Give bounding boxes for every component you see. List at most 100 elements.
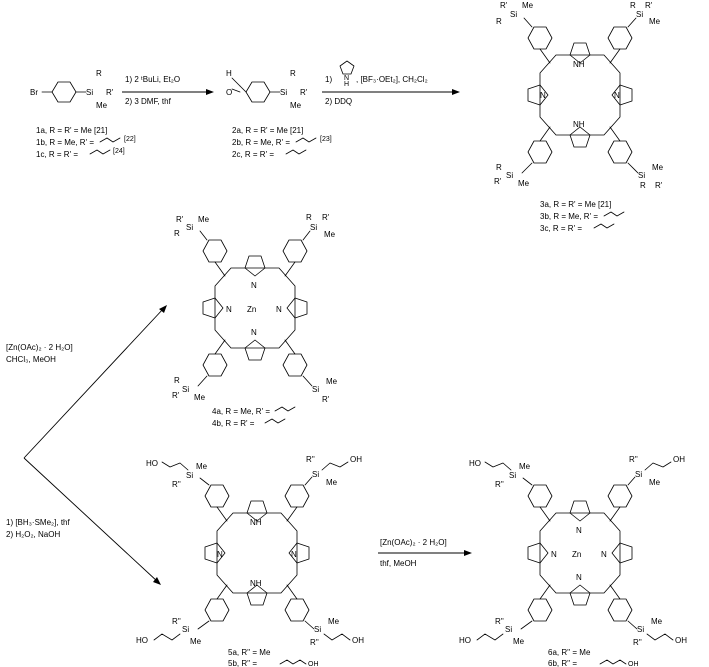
step2-line2: 2) DDQ: [325, 97, 352, 106]
si-3-tl: Si: [510, 10, 517, 19]
rp-3-br: R': [655, 181, 663, 190]
compound-6-structure: Zn N N N N Si R'' Me HO Si R'' Me OH Si …: [459, 455, 687, 647]
oh-6-tr: OH: [673, 455, 685, 464]
r-4-tl: R: [174, 229, 180, 238]
si-3-br: Si: [638, 171, 645, 180]
n-right-5: N: [291, 550, 297, 559]
r-3-tl: R: [496, 17, 502, 26]
n-right-3: N: [614, 91, 620, 100]
oh-6b-label: OH: [628, 661, 639, 667]
pyrrole-h: H: [344, 81, 349, 88]
step2-line1: 1): [325, 75, 332, 84]
zinc-up-line1: [Zn(OAc)₂ · 2 H₂O]: [6, 343, 73, 352]
nh-top-5: NH: [250, 518, 262, 527]
ho-5-bl: HO: [136, 636, 148, 645]
o-atom: O: [226, 88, 232, 97]
ho-6-bl: HO: [459, 636, 471, 645]
si-3-tr: Si: [636, 10, 643, 19]
si-5-br: Si: [314, 625, 321, 634]
me-6-br: Me: [651, 617, 663, 626]
step1-line1: 1) 2 ᵗBuLi, Et₂O: [125, 75, 180, 84]
n-left-4: N: [226, 305, 232, 314]
me-substituent: Me: [96, 101, 108, 110]
si-5-tr: Si: [312, 470, 319, 479]
step2-line1b: , [BF₃·OEt₂], CH₂Cl₂: [356, 75, 428, 84]
compound-1-structure: Br Si R R' Me: [30, 69, 114, 110]
label-2b: 2b, R = Me, R' =: [232, 138, 290, 147]
nh-top-3: NH: [573, 60, 585, 69]
me-3-bl: Me: [518, 179, 530, 188]
me-4-tl: Me: [198, 215, 210, 224]
label-1c: 1c, R = R' =: [36, 150, 78, 159]
si-3-bl: Si: [506, 171, 513, 180]
arrow-step2: 1) N H , [BF₃·OEt₂], CH₂Cl₂ 2) DDQ: [322, 60, 460, 106]
r-substituent-2: R: [290, 69, 296, 78]
rp-3-bl: R': [494, 177, 502, 186]
rpp-5-bl: R'': [172, 617, 181, 626]
compound-1-labels: 1a, R = R' = Me [21] 1b, R = Me, R' = 1c…: [36, 126, 136, 159]
compound-5-labels: 5a, R'' = Me 5b, R'' = OH: [228, 648, 319, 667]
compound-2-structure: H O Si R R' Me: [226, 69, 308, 110]
label-4b: 4b, R = R' =: [212, 419, 255, 428]
me-5-br: Me: [328, 617, 340, 626]
label-5a: 5a, R'' = Me: [228, 648, 271, 657]
me-3-tr: Me: [649, 17, 661, 26]
oh-5b-label: OH: [308, 661, 319, 667]
me-4-tr: Me: [324, 230, 336, 239]
me-substituent-2: Me: [290, 101, 302, 110]
ref-22: [22]: [124, 136, 136, 143]
oh-5-tr: OH: [350, 455, 362, 464]
nh-bottom-5: NH: [250, 579, 262, 588]
r-3-tr: R: [630, 1, 636, 10]
si-4-tl: Si: [186, 223, 193, 232]
label-3c: 3c, R = R' =: [540, 224, 582, 233]
nh-bottom-3: NH: [573, 120, 585, 129]
label-1b: 1b, R = Me, R' =: [36, 138, 94, 147]
ref-23: [23]: [320, 136, 332, 143]
label-4a: 4a, R = Me, R' =: [212, 407, 270, 416]
compound-3-labels: 3a, R = R' = Me [21] 3b, R = Me, R' = 3c…: [540, 200, 625, 233]
label-6a: 6a, R'' = Me: [548, 648, 591, 657]
si-atom: Si: [86, 88, 93, 97]
rpp-6-tr: R'': [629, 455, 638, 464]
n-top-4: N: [251, 281, 257, 290]
rpp-5-br: R'': [310, 638, 319, 647]
compound-5-structure: NH NH N N Si R'' Me HO Si R'' Me OH Si R…: [136, 455, 364, 647]
ho-6-tl: HO: [469, 459, 481, 468]
si-6-tl: Si: [509, 471, 516, 480]
si-6-tr: Si: [635, 470, 642, 479]
hydroboration-line2: 2) H₂O₂, NaOH: [6, 530, 60, 539]
me-4-br: Me: [326, 377, 338, 386]
label-3a: 3a, R = R' = Me [21]: [540, 200, 611, 209]
rp-substituent-2: R': [300, 88, 308, 97]
zinc-right-line1: [Zn(OAc)₂ · 2 H₂O]: [380, 538, 447, 547]
zn-6: Zn: [572, 550, 581, 559]
rpp-5-tl: R'': [172, 480, 181, 489]
hydroboration-line1: 1) [BH₃·SMe₂], thf: [6, 518, 70, 527]
zinc-up-line2: CHCl₃, MeOH: [6, 355, 56, 364]
r-3-br: R: [640, 181, 646, 190]
me-5-tr: Me: [326, 478, 338, 487]
arrow-hydroboration: 1) [BH₃·SMe₂], thf 2) H₂O₂, NaOH: [6, 457, 161, 585]
me-4-bl: Me: [194, 393, 206, 402]
oh-5-br: OH: [352, 636, 364, 645]
si-6-br: Si: [637, 625, 644, 634]
oh-6-br: OH: [675, 636, 687, 645]
si-4-bl: Si: [182, 385, 189, 394]
n-bottom-6: N: [576, 573, 582, 582]
rp-4-tl: R': [176, 215, 184, 224]
rp-3-tr: R': [645, 1, 653, 10]
me-5-tl: Me: [196, 462, 208, 471]
br-atom: Br: [30, 88, 38, 97]
me-3-tl: Me: [522, 1, 534, 10]
si-6-bl: Si: [505, 625, 512, 634]
rpp-6-bl: R'': [495, 617, 504, 626]
n-top-6: N: [576, 526, 582, 535]
rp-4-bl: R': [172, 391, 180, 400]
rp-4-br: R': [322, 395, 330, 404]
label-1a: 1a, R = R' = Me [21]: [36, 126, 107, 135]
compound-4-labels: 4a, R = Me, R' = 4b, R = R' =: [212, 406, 296, 428]
step1-line2: 2) 3 DMF, thf: [125, 97, 172, 106]
r-4-tr: R: [306, 213, 312, 222]
